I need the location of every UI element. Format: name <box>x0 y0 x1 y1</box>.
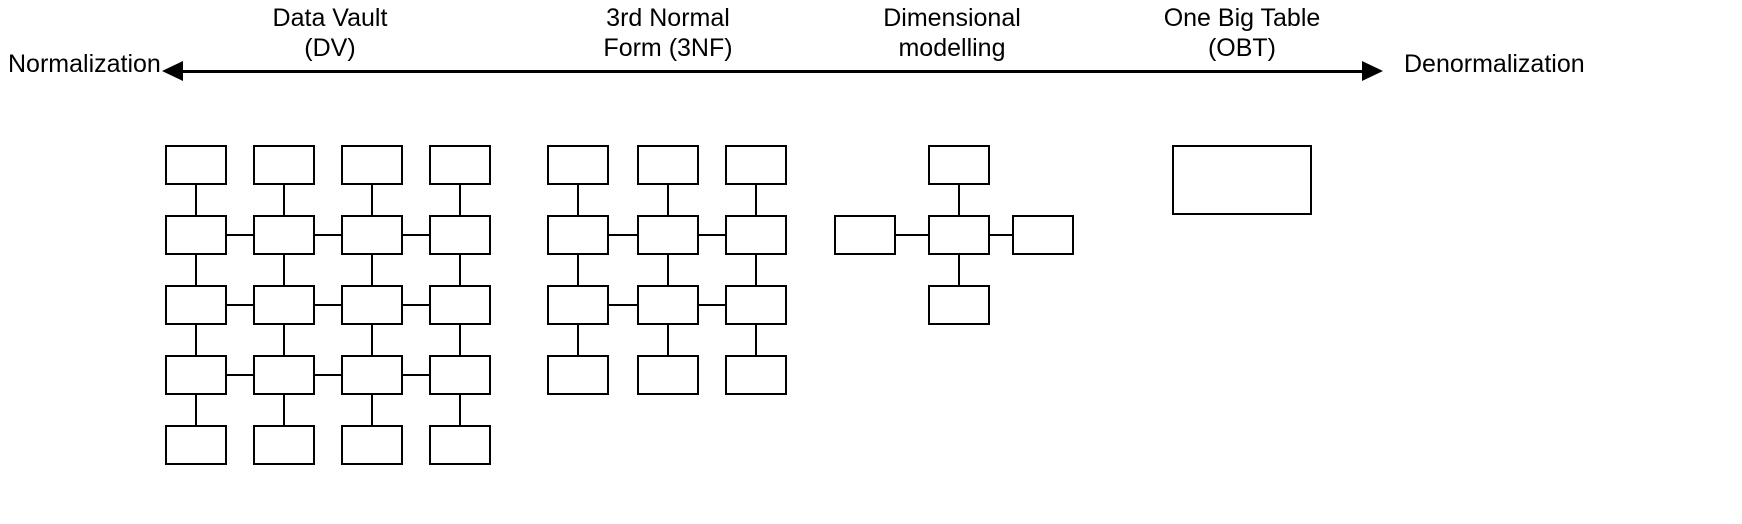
stage-label-line1: Data Vault <box>272 4 388 32</box>
stage-label-line1: Dimensional <box>883 4 1021 32</box>
connector-h-data-vault-r3-c2 <box>403 374 429 376</box>
entity-box-third-normal-form-r1-c2 <box>725 215 787 255</box>
connector-h-third-normal-form-r1-c0 <box>609 234 637 236</box>
connector-v-data-vault-r3-c1 <box>283 395 285 425</box>
normalization-label: Normalization <box>8 50 161 78</box>
stage-label-line1: 3rd Normal <box>606 4 730 32</box>
connector-h-data-vault-r2-c0 <box>227 304 253 306</box>
connector-v-data-vault-r2-c2 <box>371 325 373 355</box>
entity-box-data-vault-r4-c3 <box>429 425 491 465</box>
connector-v-data-vault-r3-c0 <box>195 395 197 425</box>
connector-h-data-vault-r1-c2 <box>403 234 429 236</box>
entity-box-dimension-left <box>834 215 896 255</box>
arrow-right-icon <box>1362 61 1383 81</box>
entity-box-data-vault-r4-c0 <box>165 425 227 465</box>
connector-v-third-normal-form-r0-c2 <box>755 185 757 215</box>
entity-box-data-vault-r3-c0 <box>165 355 227 395</box>
entity-box-data-vault-r0-c0 <box>165 145 227 185</box>
connector-h-third-normal-form-r1-c1 <box>699 234 725 236</box>
connector-v-data-vault-r1-c1 <box>283 255 285 285</box>
connector-v-dimension-top <box>958 185 960 215</box>
entity-box-dimension-top <box>928 145 990 185</box>
connector-h-third-normal-form-r2-c1 <box>699 304 725 306</box>
connector-v-third-normal-form-r1-c1 <box>667 255 669 285</box>
entity-box-data-vault-r2-c3 <box>429 285 491 325</box>
connector-v-data-vault-r1-c0 <box>195 255 197 285</box>
entity-box-third-normal-form-r3-c2 <box>725 355 787 395</box>
connector-v-data-vault-r0-c2 <box>371 185 373 215</box>
connector-h-dimension-right <box>990 234 1012 236</box>
stage-label-line2: modelling <box>898 34 1006 62</box>
connector-h-data-vault-r2-c2 <box>403 304 429 306</box>
connector-v-third-normal-form-r1-c2 <box>755 255 757 285</box>
connector-v-data-vault-r2-c0 <box>195 325 197 355</box>
entity-box-data-vault-r1-c2 <box>341 215 403 255</box>
connector-v-third-normal-form-r2-c2 <box>755 325 757 355</box>
connector-v-data-vault-r3-c2 <box>371 395 373 425</box>
entity-box-data-vault-r4-c2 <box>341 425 403 465</box>
connector-v-third-normal-form-r2-c1 <box>667 325 669 355</box>
connector-v-data-vault-r2-c3 <box>459 325 461 355</box>
stage-label-data-vault: Data Vault (DV) <box>180 3 480 63</box>
entity-box-data-vault-r3-c3 <box>429 355 491 395</box>
entity-box-data-vault-r2-c1 <box>253 285 315 325</box>
connector-h-data-vault-r3-c1 <box>315 374 341 376</box>
connector-h-data-vault-r3-c0 <box>227 374 253 376</box>
connector-v-data-vault-r2-c1 <box>283 325 285 355</box>
stage-label-line1: One Big Table <box>1163 4 1321 32</box>
entity-box-one-big-table <box>1172 145 1312 215</box>
connector-h-data-vault-r2-c1 <box>315 304 341 306</box>
connector-v-data-vault-r0-c1 <box>283 185 285 215</box>
stage-label-line2: (DV) <box>304 34 356 62</box>
connector-h-dimension-left <box>896 234 928 236</box>
connector-h-data-vault-r1-c1 <box>315 234 341 236</box>
connector-v-data-vault-r1-c2 <box>371 255 373 285</box>
spectrum-axis-line <box>167 70 1379 73</box>
entity-box-third-normal-form-r1-c0 <box>547 215 609 255</box>
entity-box-third-normal-form-r2-c1 <box>637 285 699 325</box>
connector-v-third-normal-form-r2-c0 <box>577 325 579 355</box>
denormalization-label: Denormalization <box>1404 50 1585 78</box>
entity-box-data-vault-r0-c2 <box>341 145 403 185</box>
connector-v-third-normal-form-r0-c0 <box>577 185 579 215</box>
entity-box-data-vault-r1-c0 <box>165 215 227 255</box>
connector-v-data-vault-r3-c3 <box>459 395 461 425</box>
entity-box-third-normal-form-r2-c0 <box>547 285 609 325</box>
stage-label-line2: (OBT) <box>1207 34 1277 62</box>
entity-box-third-normal-form-r0-c0 <box>547 145 609 185</box>
entity-box-data-vault-r1-c1 <box>253 215 315 255</box>
entity-box-third-normal-form-r1-c1 <box>637 215 699 255</box>
entity-box-data-vault-r1-c3 <box>429 215 491 255</box>
connector-h-data-vault-r1-c0 <box>227 234 253 236</box>
stage-label-line2: Form (3NF) <box>603 34 733 62</box>
stage-label-one-big-table: One Big Table (OBT) <box>1092 3 1392 63</box>
entity-box-data-vault-r0-c1 <box>253 145 315 185</box>
connector-v-third-normal-form-r0-c1 <box>667 185 669 215</box>
entity-box-third-normal-form-r2-c2 <box>725 285 787 325</box>
entity-box-data-vault-r2-c2 <box>341 285 403 325</box>
entity-box-data-vault-r0-c3 <box>429 145 491 185</box>
stage-label-dimensional-modelling: Dimensional modelling <box>802 3 1102 63</box>
entity-box-third-normal-form-r3-c0 <box>547 355 609 395</box>
entity-box-third-normal-form-r0-c2 <box>725 145 787 185</box>
connector-v-dimension-bottom <box>958 255 960 285</box>
entity-box-data-vault-r4-c1 <box>253 425 315 465</box>
entity-box-data-vault-r3-c1 <box>253 355 315 395</box>
stage-label-3nf: 3rd Normal Form (3NF) <box>518 3 818 63</box>
connector-v-third-normal-form-r1-c0 <box>577 255 579 285</box>
entity-box-fact-table <box>928 215 990 255</box>
connector-v-data-vault-r0-c3 <box>459 185 461 215</box>
connector-v-data-vault-r0-c0 <box>195 185 197 215</box>
entity-box-third-normal-form-r0-c1 <box>637 145 699 185</box>
entity-box-data-vault-r2-c0 <box>165 285 227 325</box>
arrow-left-icon <box>162 61 183 81</box>
entity-box-dimension-right <box>1012 215 1074 255</box>
connector-h-third-normal-form-r2-c0 <box>609 304 637 306</box>
entity-box-third-normal-form-r3-c1 <box>637 355 699 395</box>
entity-box-data-vault-r3-c2 <box>341 355 403 395</box>
entity-box-dimension-bottom <box>928 285 990 325</box>
connector-v-data-vault-r1-c3 <box>459 255 461 285</box>
